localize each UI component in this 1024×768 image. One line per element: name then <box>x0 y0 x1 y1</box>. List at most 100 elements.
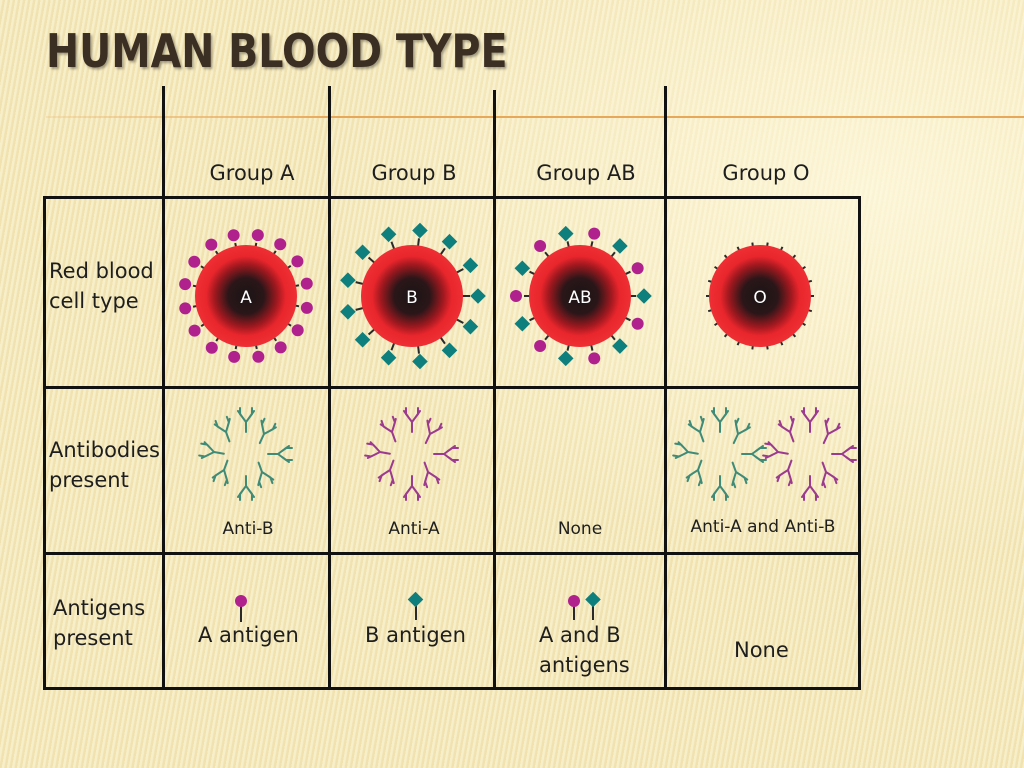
grid-line <box>43 386 861 389</box>
antigen-b-marker <box>612 338 628 354</box>
antibody-y <box>198 441 225 459</box>
antigen-a-marker <box>251 229 264 242</box>
antigen-b-marker <box>462 318 479 335</box>
antigen-b-icon <box>407 591 424 620</box>
column-header-group-o: Group O <box>722 161 810 185</box>
antigen-a-marker <box>300 301 313 314</box>
antigen-a-marker <box>227 229 240 242</box>
row-label-red-blood-cell-type: Red blood cell type <box>49 259 154 313</box>
antigen-b-marker <box>354 244 371 261</box>
antigen-label-group-a: A antigen <box>198 623 299 647</box>
antibody-y <box>762 441 789 459</box>
row-label-antigens-present: Antigens present <box>53 596 146 650</box>
antibody-y <box>731 461 749 489</box>
antibody-y <box>211 459 229 487</box>
antigen-a-marker <box>179 302 192 315</box>
antigen-a-marker <box>252 350 265 363</box>
antibody-y <box>433 445 459 463</box>
column-header-group-b: Group B <box>371 161 457 185</box>
antibody-y <box>711 407 729 433</box>
antibody-y <box>685 459 703 487</box>
red-blood-cell-o: O <box>706 242 814 350</box>
antigen-b-marker <box>412 353 428 370</box>
grid-line <box>493 90 496 690</box>
antigen-label-group-ab: A and B antigens <box>539 623 630 677</box>
antigen-b-marker <box>612 238 628 254</box>
antigen-a-marker <box>274 238 287 251</box>
antibody-y <box>364 441 391 459</box>
antibody-cluster-anti-a <box>364 407 459 501</box>
antibody-y <box>379 415 397 443</box>
antigen-b-marker <box>412 222 428 239</box>
antigen-ab-icon <box>568 591 601 620</box>
antigen-a-marker <box>631 317 644 330</box>
antigen-a-marker <box>179 278 192 291</box>
antibody-y <box>672 441 699 459</box>
red-blood-cell-a: A <box>179 229 313 363</box>
row-label-antibodies-present: Antibodies present <box>49 438 160 492</box>
antigen-a-marker <box>588 352 601 365</box>
antigen-b-marker <box>441 342 458 359</box>
antigen-a-marker <box>291 324 304 337</box>
cell-label-o: O <box>753 288 766 308</box>
page-title: HUMAN BLOOD TYPE <box>46 24 508 78</box>
antigen-a-marker <box>188 324 201 337</box>
antibody-y <box>267 445 293 463</box>
antibody-label-group-b: Anti-A <box>388 519 440 539</box>
antibody-y <box>831 445 857 463</box>
antibody-y <box>424 417 443 445</box>
antibody-y <box>711 475 729 501</box>
antibody-y <box>258 417 277 445</box>
cell-label-a: A <box>240 288 252 308</box>
antibody-y <box>257 461 275 489</box>
antigen-a-marker <box>228 350 241 363</box>
antigen-a-marker <box>631 262 644 275</box>
antibody-y <box>822 417 841 445</box>
antigen-b-marker <box>470 288 486 304</box>
antigen-b-marker <box>514 315 531 332</box>
antigen-a-marker <box>188 255 201 268</box>
antibody-y <box>821 461 839 489</box>
antibody-y <box>423 461 441 489</box>
column-header-group-ab: Group AB <box>536 161 636 185</box>
antibody-y <box>237 407 255 433</box>
antigen-b-marker <box>636 288 652 304</box>
antibody-cluster-anti-b <box>198 407 293 501</box>
red-blood-cell-b: B <box>340 222 486 370</box>
grid-line <box>43 196 861 199</box>
antigen-a-icon <box>235 595 247 622</box>
column-header-group-a: Group A <box>209 161 295 185</box>
antibody-y <box>777 415 795 443</box>
antigen-a-marker <box>588 227 601 240</box>
antigen-b-marker <box>380 349 397 366</box>
grid-line <box>43 552 861 555</box>
antigen-b-marker <box>380 226 397 243</box>
antigen-b-marker <box>557 225 574 242</box>
antigen-b-marker <box>354 331 371 348</box>
antibody-y <box>775 459 793 487</box>
antigen-b-marker <box>340 272 356 288</box>
red-blood-cell-ab: AB <box>510 225 652 367</box>
antigen-b-marker <box>514 260 531 277</box>
antibody-y <box>377 459 395 487</box>
antibody-cluster-anti-a-green <box>672 407 767 501</box>
title-underline <box>46 116 1024 118</box>
antibody-y <box>741 445 767 463</box>
antigen-a-marker <box>205 341 218 354</box>
grid-line <box>858 196 861 690</box>
antigen-a-marker <box>205 238 218 251</box>
antibody-label-group-o: Anti-A and Anti-B <box>690 517 836 537</box>
antigen-b-marker <box>441 233 458 250</box>
antigen-a-marker <box>534 340 547 353</box>
antibody-y <box>403 475 421 501</box>
antibody-label-group-ab: None <box>557 519 603 539</box>
antigen-a-marker <box>534 239 547 252</box>
cell-label-b: B <box>406 288 418 308</box>
antibody-y <box>801 407 819 433</box>
antigen-b-marker <box>340 304 356 320</box>
antigen-a-marker <box>291 255 304 268</box>
grid-line <box>43 687 861 690</box>
antigen-b-marker <box>462 257 479 274</box>
grid-line <box>43 196 46 690</box>
antigen-a-marker <box>274 341 287 354</box>
